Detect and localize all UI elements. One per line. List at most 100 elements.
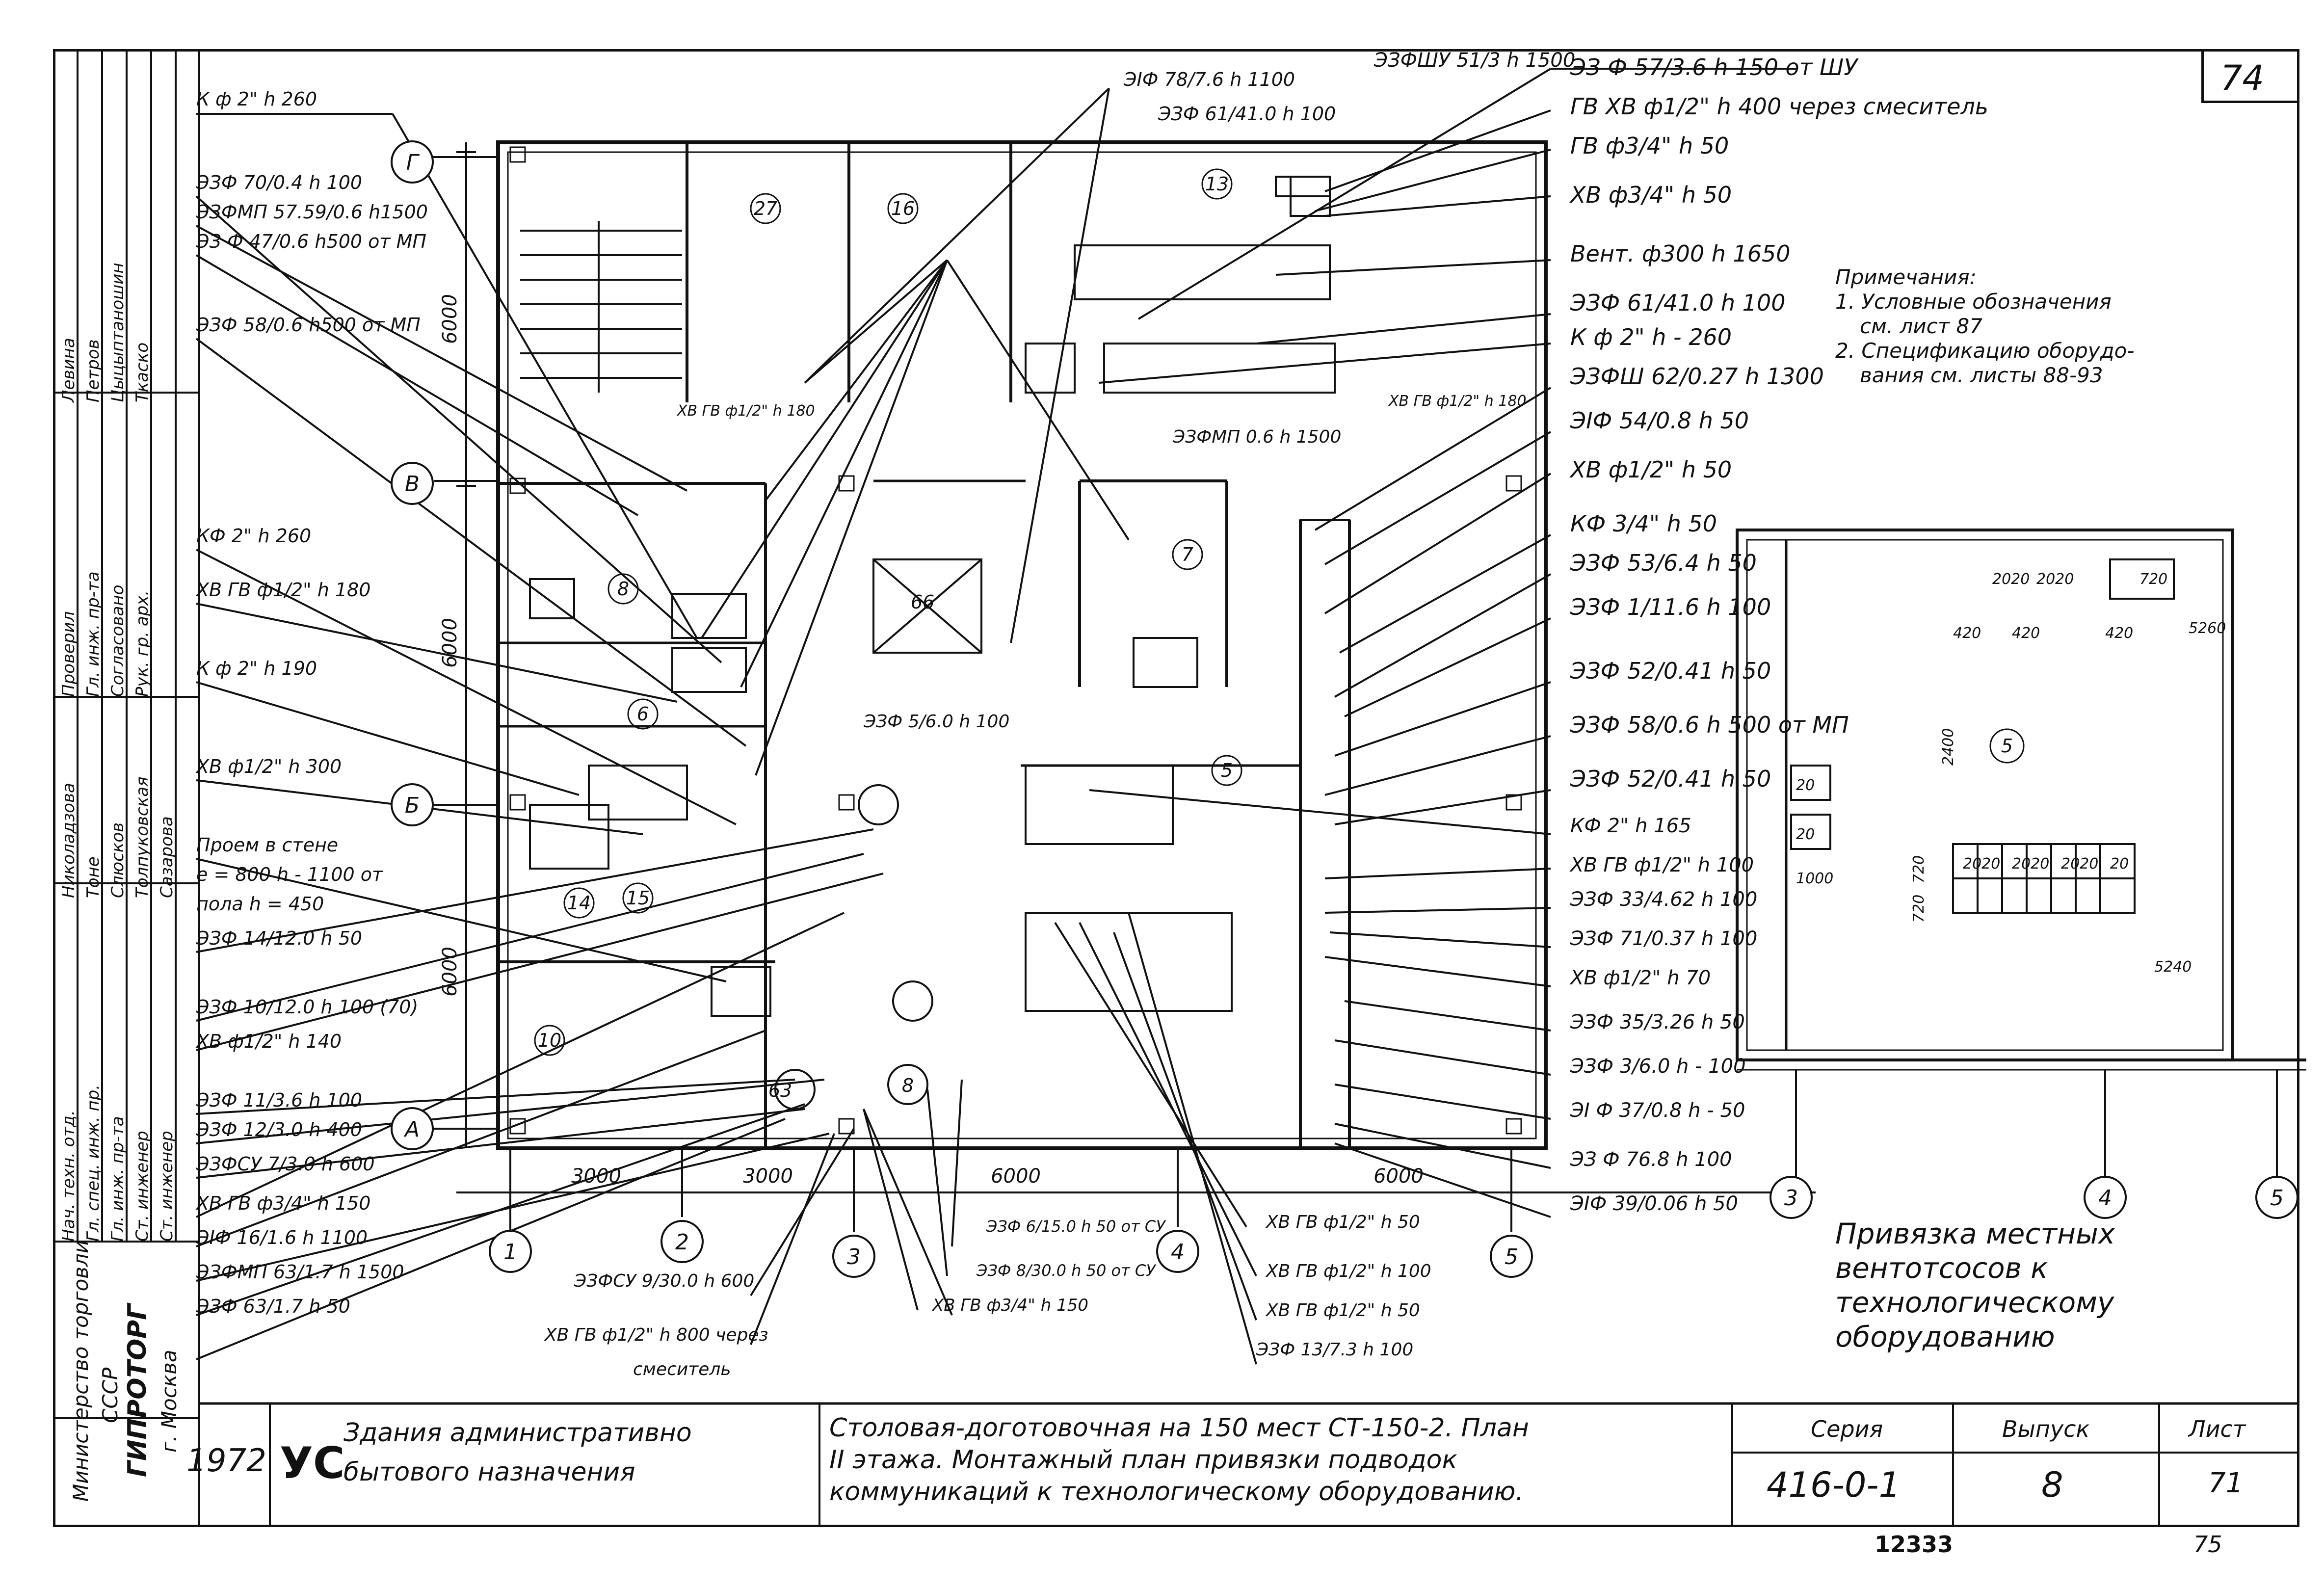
span-dim-2: 3000 [743, 1165, 793, 1188]
right-label: ЭЗФ 71/0.37 h 100 [1570, 927, 1758, 950]
bottom-label: ХВ ГВ ф1/2" h 50 [1266, 1300, 1420, 1321]
right-block-dim-6: 420 [2105, 625, 2133, 642]
right-block-dim-7: 5260 [2189, 620, 2226, 637]
right-block-dim-12: 720 [1910, 855, 1928, 883]
room-number-5: 66 [911, 591, 934, 613]
top-label: ЭЗФМП 0.6 h 1500 [1173, 427, 1342, 447]
left-label: Проем в стене [196, 834, 339, 856]
title-index: УС [280, 1438, 345, 1488]
bottom-label: ХВ ГВ ф1/2" h 50 [1266, 1212, 1420, 1232]
axis-letter-b: Б [405, 793, 420, 818]
bottom-label: ЭЗФ 8/30.0 h 50 от СУ [977, 1261, 1156, 1280]
room-number-7: 6 [637, 703, 649, 725]
room-number-12: 63 [768, 1080, 792, 1101]
axis-number-5: 5 [1505, 1244, 1518, 1270]
right-label: ЭЗФ 33/4.62 h 100 [1570, 888, 1758, 911]
span-dim-3: 6000 [991, 1165, 1041, 1188]
right-label: ЭЗФ 1/11.6 h 100 [1570, 594, 1771, 620]
axis-number-2: 2 [675, 1230, 689, 1255]
title-desc-line-2: II этажа. Монтажный план привязки подвод… [829, 1445, 1457, 1475]
right-label: ЭIФ 39/0.06 h 50 [1570, 1192, 1738, 1215]
right-block-dim-15: 2020 [1963, 855, 2000, 873]
left-label: ЭЗФ 11/3.6 h 100 [196, 1089, 363, 1111]
room-number-2: 16 [891, 198, 915, 219]
axis-number-1: 1 [503, 1240, 517, 1265]
issue-label: Выпуск [2002, 1416, 2090, 1442]
title-year: 1972 [186, 1443, 266, 1479]
vertical-dim-1: 6000 [439, 294, 461, 344]
stamp-right: 75 [2193, 1531, 2222, 1558]
right-block-dim-18: 20 [2110, 855, 2129, 873]
title-desc-line-1: Столовая-доготовочная на 150 мест СТ-150… [829, 1413, 1529, 1443]
bottom-label: ЭЗФ 13/7.3 h 100 [1256, 1340, 1414, 1360]
right-block-dim-1: 2020 [1992, 571, 2030, 588]
right-label: ХВ ф1/2" h 50 [1570, 456, 1732, 483]
vertical-dim-2: 6000 [439, 618, 461, 668]
caption-line-2: вентотсосов к [1835, 1251, 2048, 1285]
series-value: 416-0-1 [1767, 1465, 1901, 1505]
left-label: ЭЗ Ф 47/0.6 h500 от МП [196, 231, 426, 252]
right-label: ЭЗФ 35/3.26 h 50 [1570, 1011, 1745, 1033]
right-label: ЭЗФ 3/6.0 h - 100 [1570, 1055, 1746, 1078]
top-label: ХВ ГВ ф1/2" h 180 [677, 402, 815, 420]
left-label: ЭЗФСУ 7/3.0 h 600 [196, 1153, 375, 1175]
axis-number-right-4: 4 [2098, 1186, 2112, 1211]
room-number-9: 14 [567, 892, 591, 914]
title-category-line-1: Здания административно [343, 1418, 692, 1448]
room-number-3: 13 [1205, 173, 1229, 195]
axis-number-right-5: 5 [2270, 1186, 2284, 1211]
title-desc-line-3: коммуникаций к технологическому оборудов… [829, 1477, 1524, 1507]
axis-letter-v: В [405, 472, 420, 497]
notes-line-2: см. лист 87 [1860, 314, 1982, 338]
bottom-label: смеситель [633, 1359, 731, 1379]
bottom-label: ЭЗФ 6/15.0 h 50 от СУ [986, 1217, 1165, 1236]
left-label: ХВ ф1/2" h 300 [196, 756, 342, 777]
right-block-dim-3: 720 [2139, 571, 2167, 588]
right-label: ГВ ХВ ф1/2" h 400 через смеситель [1570, 93, 1988, 120]
notes-line-4: вания см. листы 88-93 [1860, 363, 2103, 387]
bottom-label: ЭЗФСУ 9/30.0 h 600 [574, 1271, 755, 1291]
vertical-dim-3: 6000 [439, 947, 461, 997]
left-label: ЭЗФ 12/3.0 h 400 [196, 1119, 363, 1140]
right-label: ЭЗФ 52/0.41 h 50 [1570, 658, 1771, 684]
left-label: ЭЗФ 10/12.0 h 100 (70) [196, 996, 419, 1018]
room-number-14: 5 [2001, 735, 2013, 757]
top-label: ХВ ГВ ф1/2" h 180 [1389, 393, 1527, 410]
right-block-dim-4: 420 [1953, 625, 1981, 642]
top-label: ЭIФ 78/7.6 h 1100 [1124, 69, 1295, 90]
room-number-11: 10 [538, 1030, 561, 1051]
room-number-4: 7 [1182, 544, 1193, 565]
axis-letter-a: А [403, 1117, 420, 1142]
right-label: ЭЗФ 61/41.0 h 100 [1570, 290, 1786, 316]
right-label: Вент. ф300 h 1650 [1570, 240, 1791, 267]
issue-value: 8 [2041, 1465, 2063, 1505]
right-label: ЭI Ф 37/0.8 h - 50 [1570, 1099, 1745, 1122]
right-label: ЭЗФ 53/6.4 h 50 [1570, 550, 1757, 576]
right-label: ЭЗФШУ 51/3 h 1500 [1374, 49, 1576, 72]
right-block-dim-8: 2400 [1940, 728, 1957, 766]
left-label: К ф 2" h 190 [196, 658, 317, 679]
right-block-dim-9: 20 [1796, 777, 1815, 794]
right-label: ЭIФ 54/0.8 h 50 [1570, 407, 1749, 434]
left-label: ХВ ф1/2" h 140 [196, 1031, 342, 1052]
right-label: ЭЗФ 58/0.6 h 500 от МП [1570, 712, 1849, 738]
span-dim-4: 6000 [1373, 1165, 1424, 1188]
right-block-dim-5: 420 [2012, 625, 2040, 642]
room-number-6: 8 [617, 578, 629, 600]
axis-number-4: 4 [1171, 1240, 1185, 1265]
left-label: пола h = 450 [196, 893, 324, 915]
right-label: ХВ ГВ ф1/2" h 100 [1570, 854, 1754, 876]
right-label: КФ 3/4" h 50 [1570, 510, 1717, 537]
right-block-dim-13: 720 [1910, 895, 1928, 923]
left-label: К ф 2" h 260 [196, 88, 317, 110]
room-number-13: 8 [902, 1075, 914, 1096]
right-block-dim-2: 2020 [2036, 571, 2074, 588]
caption-line-4: оборудованию [1835, 1320, 2055, 1353]
left-label: е = 800 h - 1100 от [196, 864, 383, 885]
span-dim-1: 3000 [571, 1165, 621, 1188]
left-label: ЭЗФ 63/1.7 h 50 [196, 1296, 350, 1317]
left-label: ХВ ГВ ф1/2" h 180 [196, 579, 371, 601]
right-label: ЭЗФ 52/0.41 h 50 [1570, 766, 1771, 792]
right-label: К ф 2" h - 260 [1570, 324, 1732, 350]
